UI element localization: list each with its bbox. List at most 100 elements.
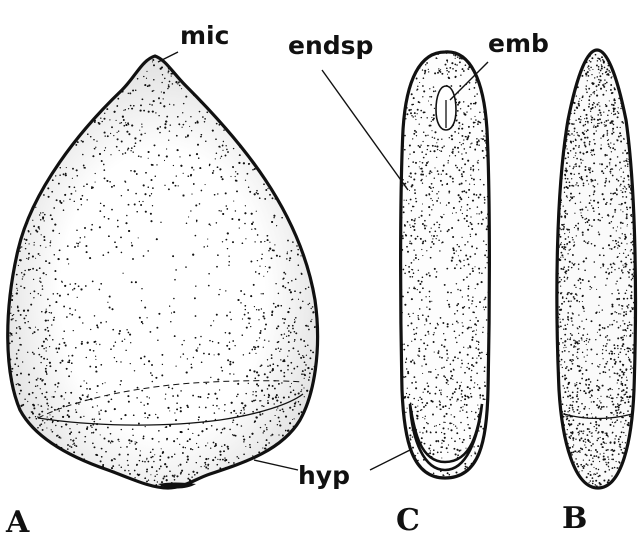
stipple-dot xyxy=(293,85,294,86)
stipple-dot xyxy=(264,395,265,396)
stipple-dot xyxy=(310,242,312,244)
stipple-dot xyxy=(11,144,13,146)
stipple-dot xyxy=(265,324,267,326)
stipple-dot xyxy=(248,71,250,73)
stipple-dot xyxy=(282,159,284,161)
stipple-dot xyxy=(319,125,320,126)
stipple-dot xyxy=(210,448,211,449)
stipple-dot xyxy=(150,54,151,55)
stipple-dot xyxy=(43,451,45,453)
stipple-dot xyxy=(415,57,417,59)
stipple-dot xyxy=(12,60,14,62)
stipple-dot xyxy=(21,57,23,59)
stipple-dot xyxy=(37,163,39,165)
stipple-dot xyxy=(92,51,93,52)
stipple-dot xyxy=(99,226,101,228)
stipple-dot xyxy=(68,90,69,91)
stipple-dot xyxy=(464,398,466,400)
stipple-dot xyxy=(20,424,22,426)
stipple-dot xyxy=(272,197,274,199)
stipple-dot xyxy=(288,341,290,343)
stipple-dot xyxy=(309,136,310,137)
stipple-dot xyxy=(287,356,288,357)
stipple-dot xyxy=(21,195,23,197)
stipple-dot xyxy=(253,108,255,110)
stipple-dot xyxy=(274,107,276,109)
stipple-dot xyxy=(21,246,22,247)
stipple-dot xyxy=(55,347,57,349)
stipple-dot xyxy=(24,103,26,105)
stipple-dot xyxy=(190,448,192,450)
stipple-dot xyxy=(111,467,113,469)
stipple-dot xyxy=(422,223,424,225)
stipple-dot xyxy=(226,315,228,317)
stipple-dot xyxy=(228,348,230,350)
stipple-dot xyxy=(222,241,223,242)
stipple-dot xyxy=(60,471,61,472)
stipple-dot xyxy=(215,75,217,77)
stipple-dot xyxy=(127,454,129,456)
stipple-dot xyxy=(296,214,297,215)
stipple-dot xyxy=(56,475,58,477)
stipple-dot xyxy=(101,481,102,482)
stipple-dot xyxy=(180,410,182,412)
stipple-dot xyxy=(128,470,129,471)
stipple-dot xyxy=(180,390,182,392)
stipple-dot xyxy=(68,355,69,356)
stipple-dot xyxy=(290,107,292,109)
stipple-dot xyxy=(214,57,216,59)
stipple-dot xyxy=(39,63,41,65)
stipple-dot xyxy=(319,426,320,427)
stipple-dot xyxy=(26,50,28,52)
stipple-dot xyxy=(260,330,262,332)
stipple-dot xyxy=(233,65,235,67)
stipple-dot xyxy=(263,162,264,163)
stipple-dot xyxy=(226,64,228,66)
stipple-dot xyxy=(46,403,48,405)
stipple-dot xyxy=(42,148,44,150)
stipple-dot xyxy=(66,467,68,469)
stipple-dot xyxy=(18,326,19,327)
stipple-dot xyxy=(298,427,299,428)
stipple-dot xyxy=(280,141,282,143)
stipple-dot xyxy=(220,158,221,159)
stipple-dot xyxy=(289,452,291,454)
stipple-dot xyxy=(43,56,44,57)
stipple-dot xyxy=(109,307,111,309)
stipple-dot xyxy=(268,167,270,169)
stipple-dot xyxy=(62,282,63,283)
stipple-dot xyxy=(245,90,247,92)
stipple-dot xyxy=(104,67,105,68)
stipple-dot xyxy=(444,339,446,341)
stipple-dot xyxy=(279,61,280,62)
stipple-dot xyxy=(263,347,264,348)
stipple-dot xyxy=(12,398,13,399)
stipple-dot xyxy=(484,62,486,64)
stipple-dot xyxy=(96,344,97,345)
stipple-dot xyxy=(30,137,32,139)
stipple-dot xyxy=(299,190,301,192)
stipple-dot xyxy=(45,76,47,78)
stipple-dot xyxy=(262,104,263,105)
stipple-dot xyxy=(107,135,109,137)
stipple-dot xyxy=(12,488,14,490)
stipple-dot xyxy=(291,462,292,463)
stipple-dot xyxy=(73,442,75,444)
stipple-dot xyxy=(118,333,120,335)
stipple-dot xyxy=(254,306,255,307)
stipple-dot xyxy=(292,299,294,301)
stipple-dot xyxy=(46,51,48,53)
stipple-dot xyxy=(59,79,61,81)
stipple-dot xyxy=(14,403,16,405)
stipple-dot xyxy=(107,252,109,254)
stipple-dot xyxy=(13,450,15,452)
stipple-dot xyxy=(201,68,202,69)
stipple-dot xyxy=(309,62,311,64)
stipple-dot xyxy=(437,374,439,376)
stipple-dot xyxy=(219,451,221,453)
stipple-dot xyxy=(260,51,262,53)
stipple-dot xyxy=(252,114,254,116)
stipple-dot xyxy=(223,69,225,71)
stipple-dot xyxy=(283,397,285,399)
stipple-dot xyxy=(12,368,14,370)
